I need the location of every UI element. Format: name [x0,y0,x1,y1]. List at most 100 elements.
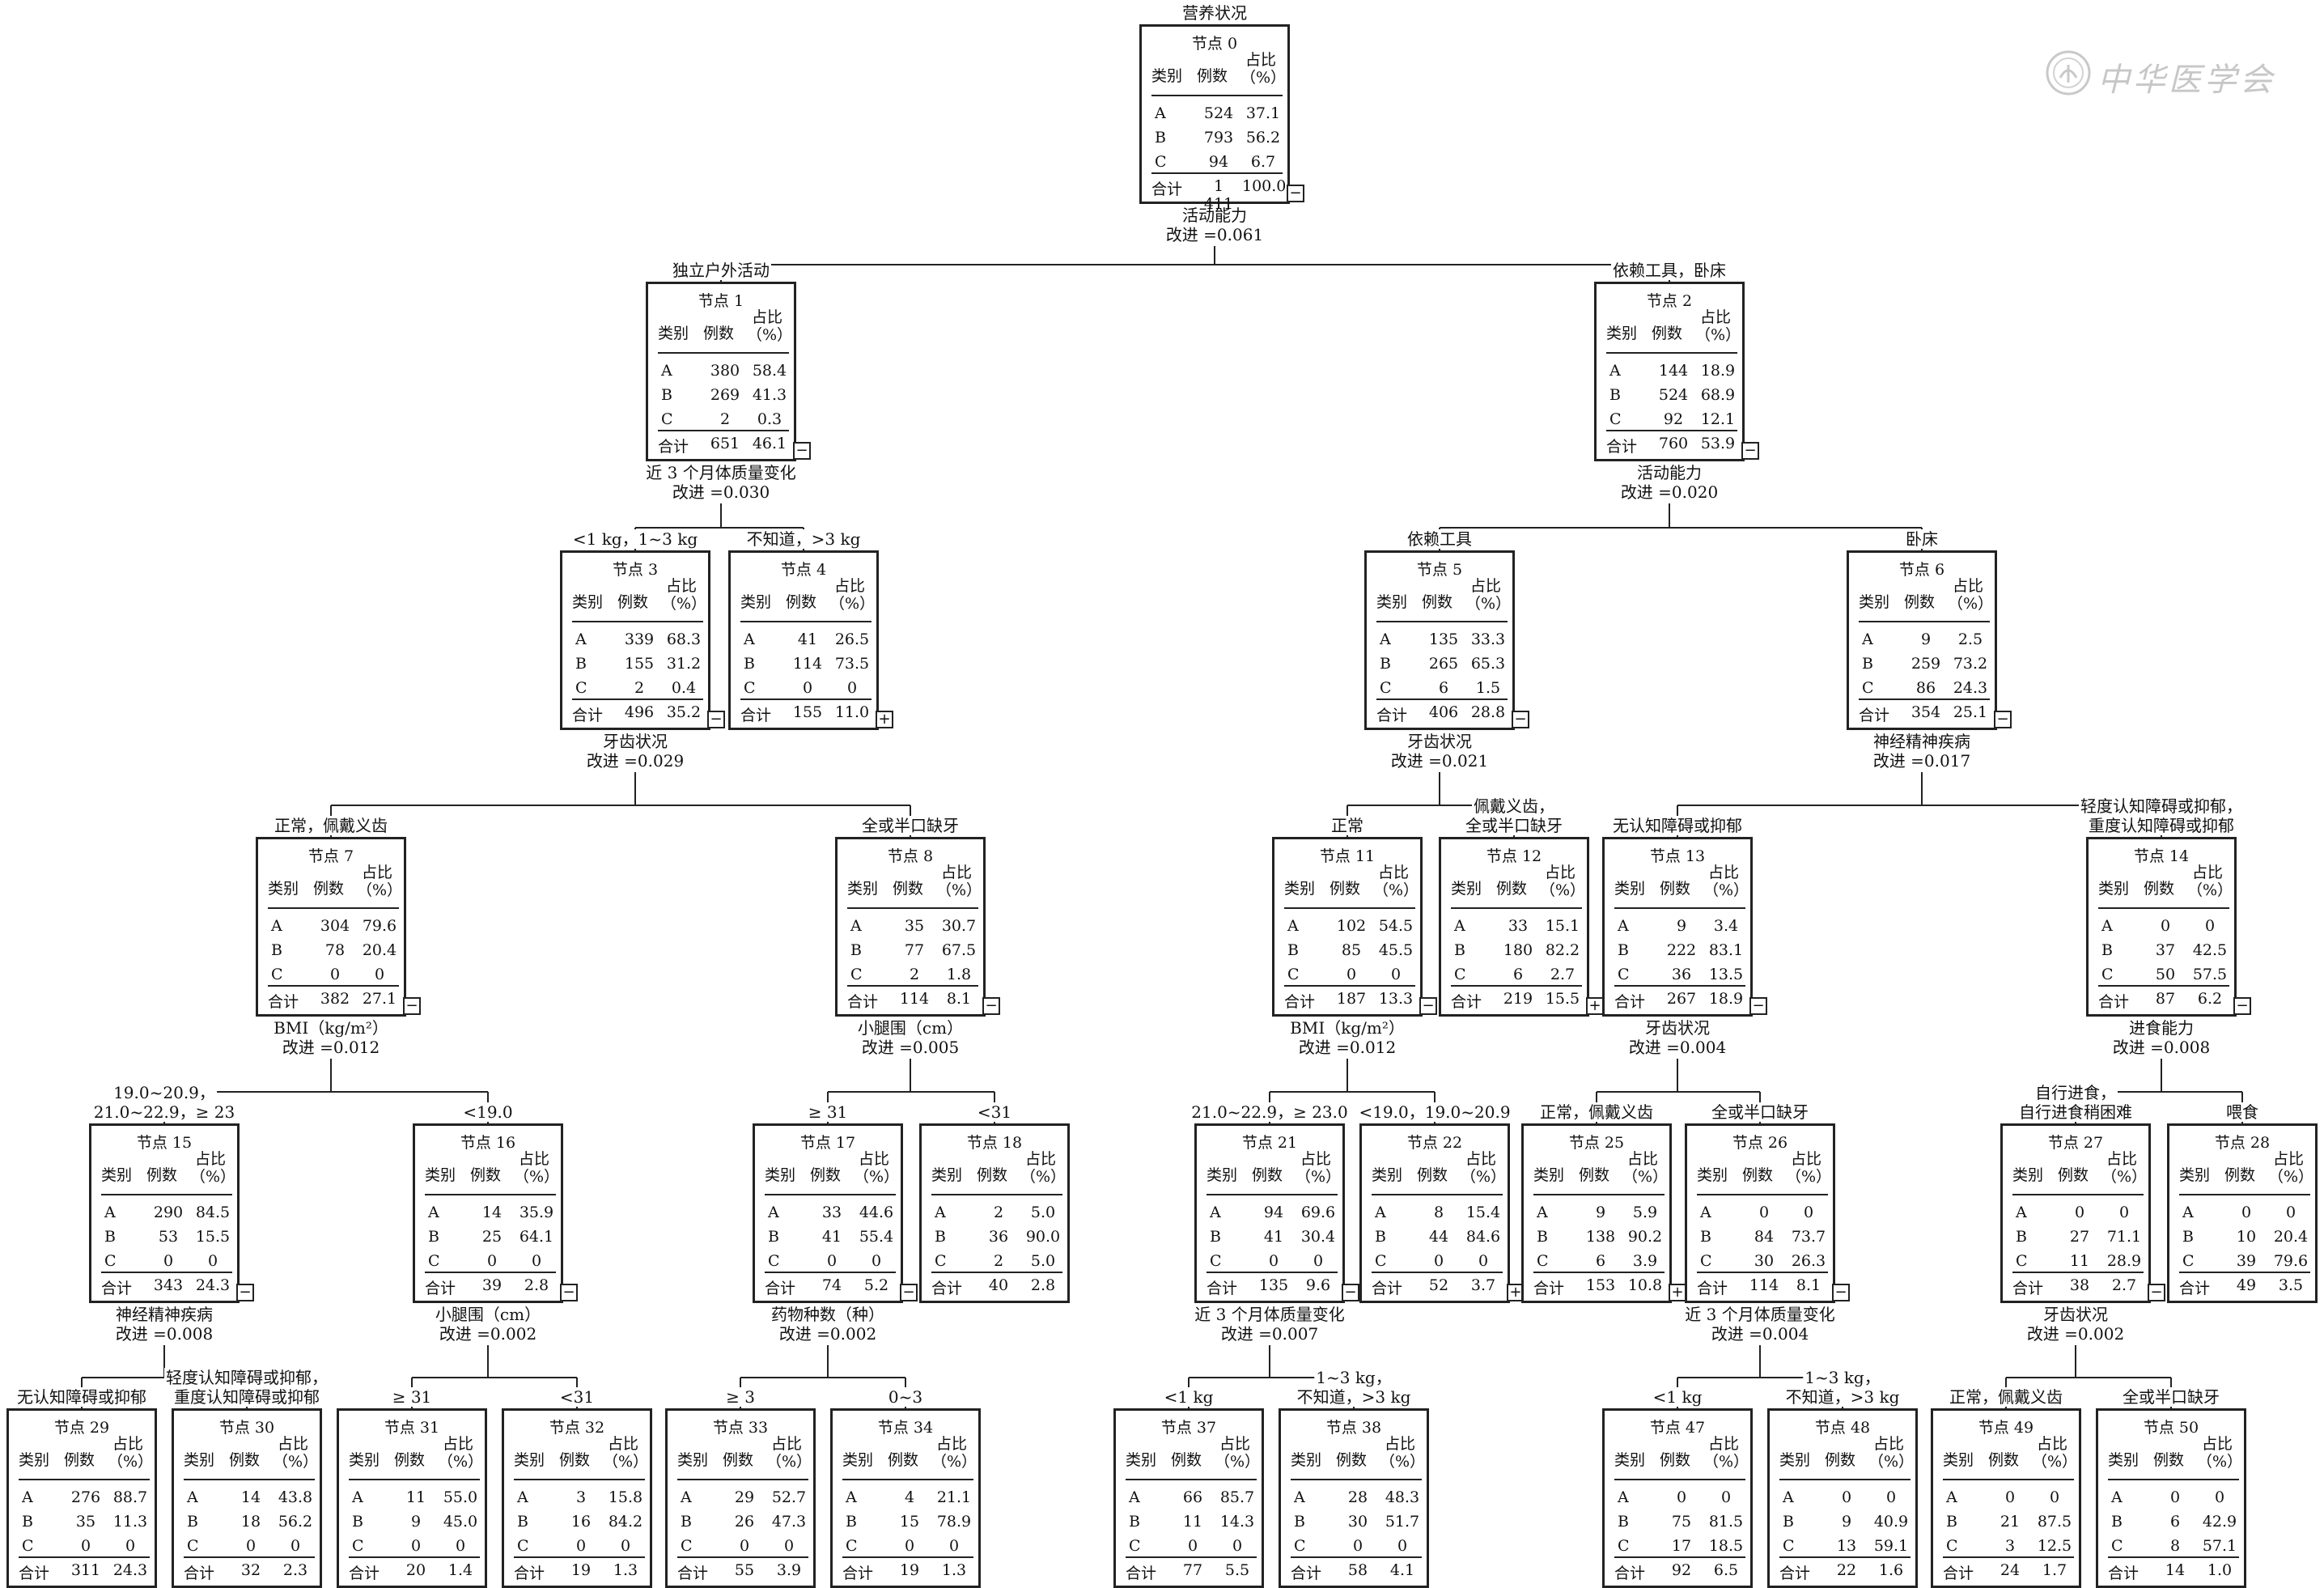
row-percent: 37.1 [1245,104,1281,122]
split-improvement: 改进 =0.007 [1220,1324,1319,1344]
col-header-count: 例数 [617,593,649,611]
collapse-node-button[interactable]: − [560,1284,578,1301]
row-percent: 45.0 [443,1513,478,1531]
row-count: 793 [1203,129,1234,146]
header-rule [740,621,872,622]
collapse-node-button[interactable]: − [1512,711,1529,728]
total-count: 14 [2165,1561,2186,1579]
row-percent: 0 [1390,966,1402,983]
row-count: 0 [1676,1488,1687,1506]
total-rule [847,985,978,987]
row-category: C [2182,1252,2195,1270]
collapse-node-button[interactable]: − [1287,185,1304,202]
expand-node-button[interactable]: + [1586,997,1604,1015]
col-header-category: 类别 [1943,1451,1974,1469]
collapse-node-button[interactable]: − [1749,997,1767,1015]
total-count: 19 [570,1561,592,1579]
collapse-node-button[interactable]: − [900,1284,918,1301]
col-header-pct-unit: （%） [2268,1168,2314,1186]
row-percent: 5.9 [1632,1204,1658,1221]
row-percent: 0 [1803,1204,1814,1221]
emblem-icon [2046,50,2091,96]
total-count: 58 [1347,1561,1368,1579]
row-category: B [1783,1513,1794,1531]
row-category: C [1129,1537,1141,1555]
collapse-node-button[interactable]: − [1419,997,1437,1015]
tree-connector-line [1440,527,1922,529]
collapse-node-button[interactable]: − [1832,1284,1850,1301]
row-percent: 0 [846,679,858,697]
split-variable: BMI（kg/m²） [274,1018,388,1038]
collapse-node-button[interactable]: − [982,997,1000,1015]
col-header-pct-top: 占比 [940,864,972,881]
col-header-pct-top: 占比 [1245,51,1276,69]
col-header-category: 类别 [2098,880,2130,898]
collapse-node-button[interactable]: − [2148,1284,2165,1301]
row-category: B [2182,1228,2194,1246]
tree-connector-line [164,1091,488,1093]
row-category: C [575,679,587,697]
total-percent: 1.0 [2207,1561,2233,1579]
row-category: C [846,1537,858,1555]
row-count: 16 [570,1513,592,1531]
expand-node-button[interactable]: + [1507,1284,1525,1301]
row-percent: 12.1 [1700,410,1736,428]
total-percent: 5.2 [863,1276,889,1294]
col-header-pct: 占比（%） [273,1435,318,1471]
row-count: 33 [821,1204,842,1221]
total-rule [184,1556,315,1558]
collapse-node-button[interactable]: − [707,711,725,728]
header-rule [847,907,978,909]
collapse-node-button[interactable]: − [403,997,421,1015]
col-header-pct-top: 占比 [1024,1150,1056,1168]
row-count: 0 [410,1537,422,1555]
row-category: C [850,966,863,983]
expand-node-button[interactable]: + [876,711,893,728]
total-count: 19 [899,1561,920,1579]
total-label: 合计 [1614,1565,1646,1582]
row-category: B [104,1228,116,1246]
collapse-node-button[interactable]: − [1994,711,2012,728]
row-percent: 69.6 [1300,1204,1336,1221]
col-header-pct-top: 占比 [858,1150,889,1168]
branch-label: 佩戴义齿， [1472,796,1556,816]
row-percent: 14.3 [1219,1513,1255,1531]
branch-label: 无认知障碍或抑郁 [1611,816,1744,835]
total-label: 合计 [1614,993,1646,1011]
total-percent: 9.6 [1305,1276,1331,1294]
row-percent: 73.2 [1953,655,1988,673]
col-header-count: 例数 [888,1451,919,1469]
collapse-node-button[interactable]: − [1342,1284,1359,1301]
collapse-node-button[interactable]: − [2233,997,2251,1015]
row-count: 0 [575,1537,587,1555]
expand-node-button[interactable]: + [1669,1284,1686,1301]
total-count: 40 [988,1276,1009,1294]
total-count: 52 [1428,1276,1449,1294]
col-header-category: 类别 [349,1451,380,1469]
collapse-node-button[interactable]: − [236,1284,254,1301]
row-count: 0 [1841,1488,1852,1506]
col-header-category: 类别 [572,593,604,611]
row-count: 0 [1187,1537,1198,1555]
row-percent: 83.1 [1708,941,1744,959]
branch-label: <1 kg，1~3 kg [570,529,700,549]
row-category: A [352,1488,363,1506]
collapse-node-button[interactable]: − [793,442,811,460]
row-percent: 11.3 [112,1513,148,1531]
node-title: 节点 33 [712,1419,769,1437]
row-percent: 87.5 [2037,1513,2072,1531]
col-header-pct-unit: （%） [2032,1453,2078,1471]
row-count: 339 [624,631,655,648]
collapse-node-button[interactable]: − [1741,442,1759,460]
